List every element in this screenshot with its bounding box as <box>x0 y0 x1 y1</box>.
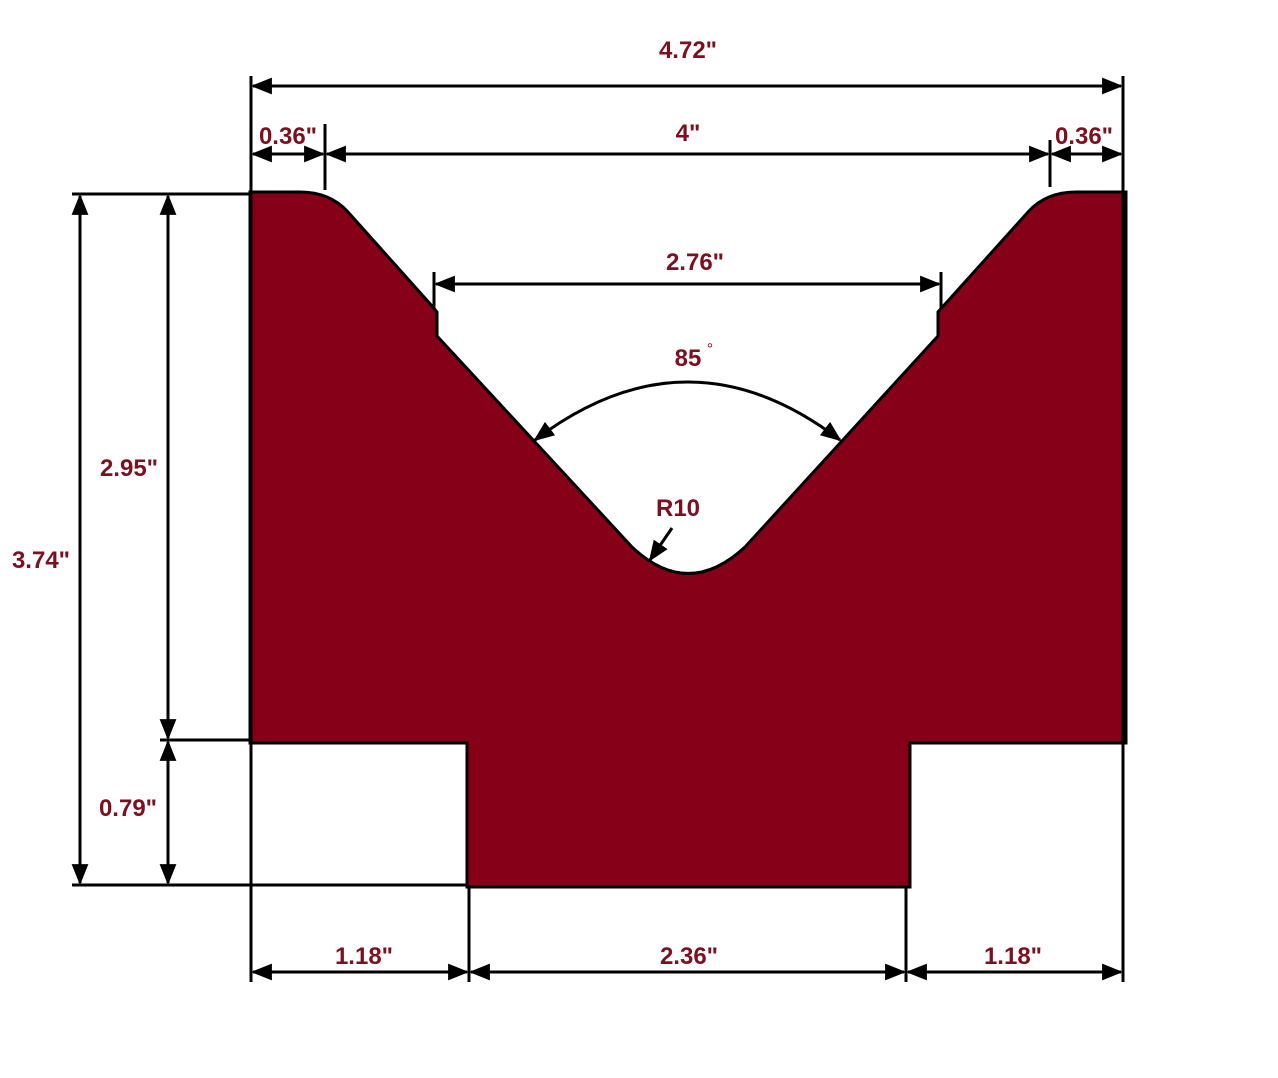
label-v-angle: 85 <box>675 345 702 372</box>
label-bottom-left: 1.18" <box>335 943 393 970</box>
label-angle-unit: ° <box>707 341 713 358</box>
dimension-lines <box>71 77 1124 981</box>
label-bottom-radius: R10 <box>656 495 700 522</box>
label-tang-height: 0.79" <box>99 795 157 822</box>
label-right-shoulder: 0.36" <box>1055 123 1113 150</box>
label-body-height: 2.95" <box>100 455 158 482</box>
label-opening-width: 4" <box>676 120 701 147</box>
label-tang-width: 2.36" <box>660 943 718 970</box>
label-left-shoulder: 0.36" <box>259 123 317 150</box>
label-overall-width: 4.72" <box>659 37 717 64</box>
die-profile <box>248 190 1128 889</box>
label-overall-height: 3.74" <box>12 547 70 574</box>
label-bottom-right: 1.18" <box>984 943 1042 970</box>
label-step-width: 2.76" <box>666 249 724 276</box>
